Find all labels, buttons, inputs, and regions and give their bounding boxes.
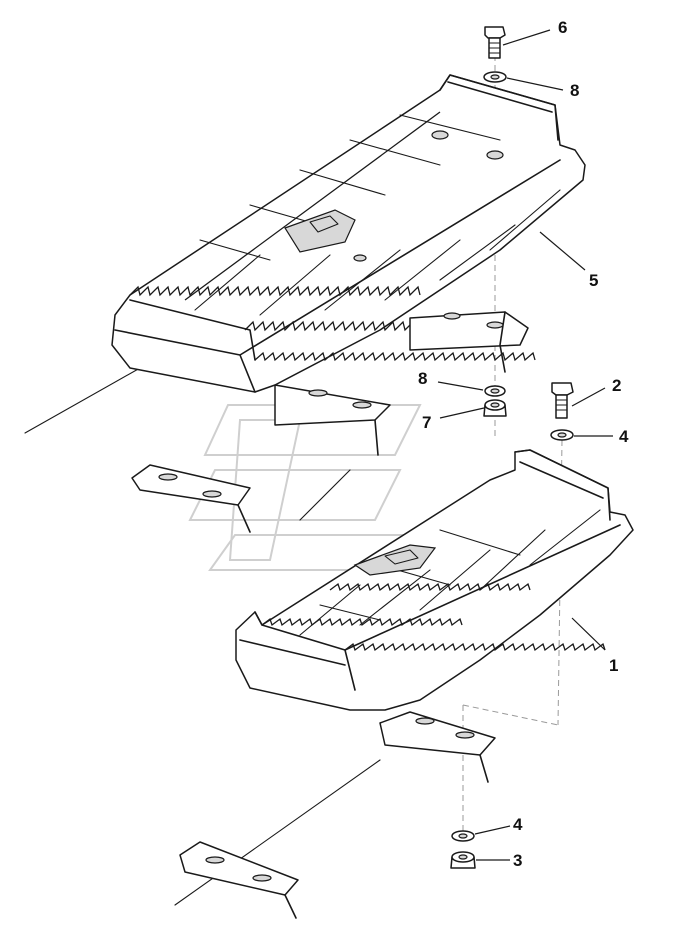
callout-8a: 8 [570,81,579,100]
bracket-lower-left [179,841,299,919]
washer-4-lower [451,830,475,842]
bracket-upper-left [131,464,251,533]
callout-8b: 8 [418,369,427,388]
bolt-2 [551,382,574,419]
foot-step-lower [235,449,634,711]
washer-8-middle [484,385,506,397]
leader-lines [437,29,613,861]
callout-5: 5 [589,271,598,290]
callout-2: 2 [612,376,621,395]
callout-4a: 4 [619,427,629,446]
callout-4b: 4 [513,815,523,834]
bolt-6 [484,26,506,59]
bracket-upper-right [409,311,529,373]
washer-4-upper [550,429,574,441]
callout-1: 1 [609,656,618,675]
callout-7: 7 [422,413,431,432]
callout-6a: 6 [558,18,567,37]
nut-7 [483,399,507,417]
bracket-upper-center [274,384,391,456]
nut-3 [450,851,476,869]
callout-3: 3 [513,851,522,870]
washer-8-upper [483,71,507,83]
callout-labels: 6 8 5 8 7 2 4 1 4 3 [418,18,629,870]
foot-step-upper [111,74,586,393]
bracket-lower-right [379,711,496,783]
